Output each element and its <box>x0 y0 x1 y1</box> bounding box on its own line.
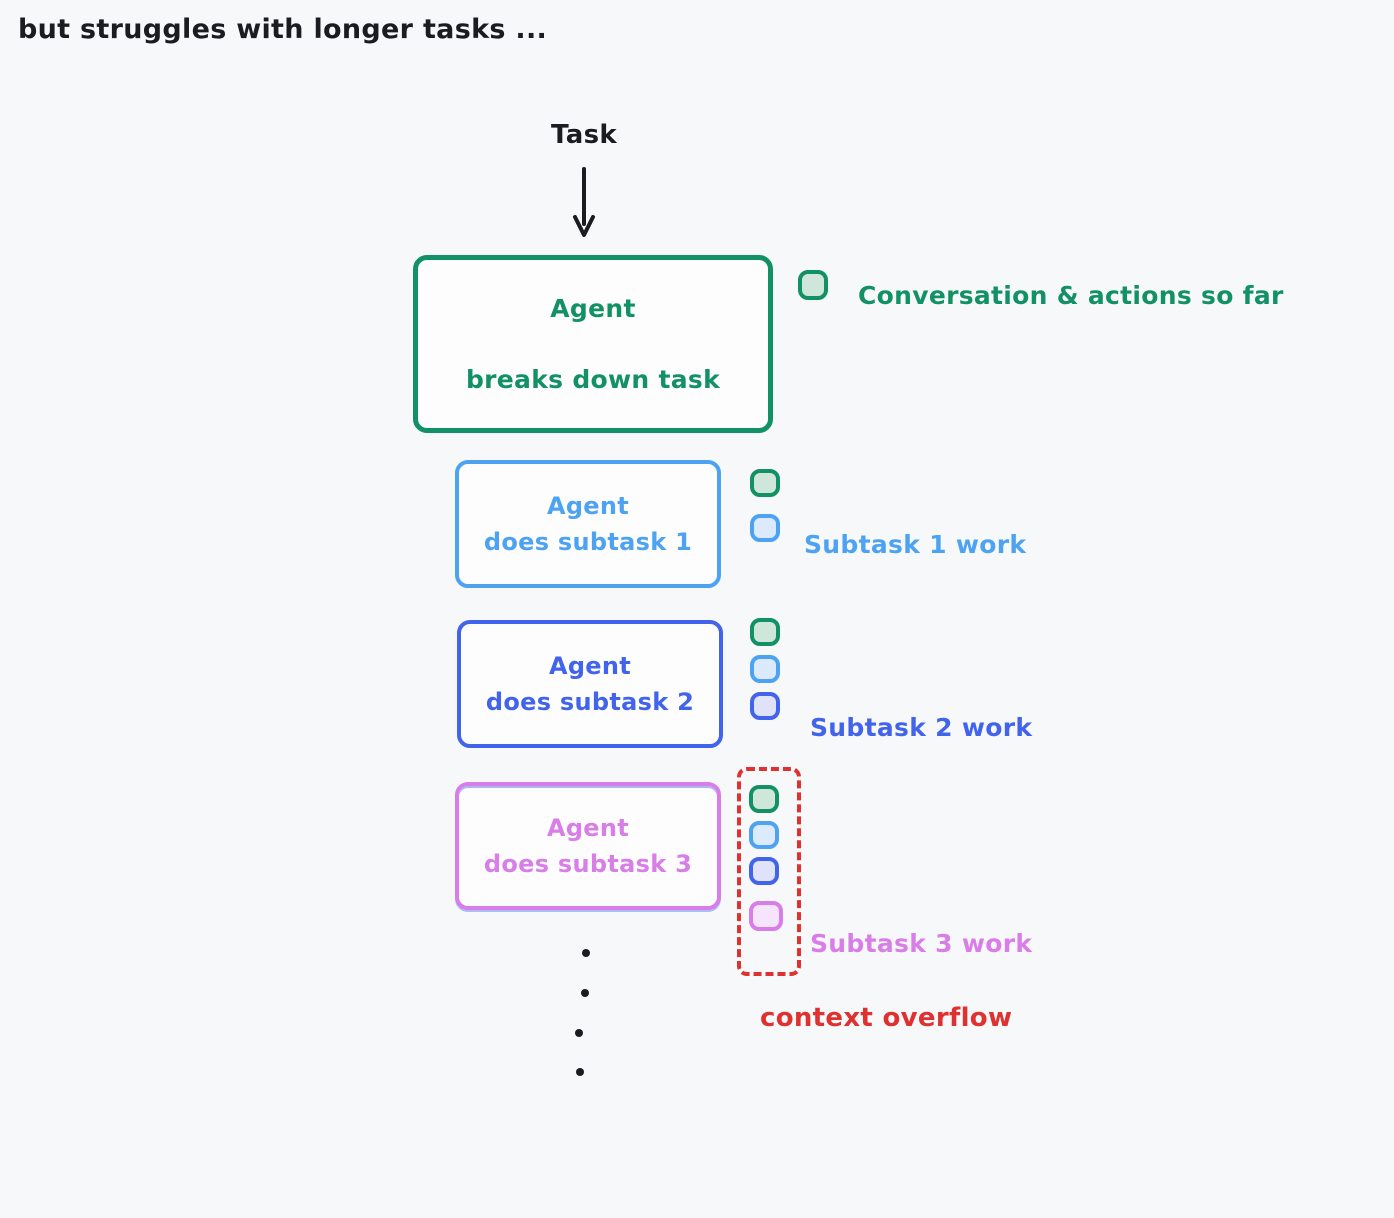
conversation-chip <box>750 618 780 646</box>
subtask3-box-line1: Agent <box>546 813 630 842</box>
subtask1-box: Agent does subtask 1 <box>455 460 721 588</box>
subtask1-context-stack <box>750 469 780 542</box>
conversation-chip <box>749 785 779 813</box>
subtask2-box: Agent does subtask 2 <box>457 620 723 748</box>
subtask1-box-line2: does subtask 1 <box>483 527 693 556</box>
subtask1-work-label: Subtask 1 work <box>804 530 1027 559</box>
ellipsis-dot <box>576 1068 584 1076</box>
subtask2-chip <box>749 857 779 885</box>
subtask1-chip <box>749 821 779 849</box>
down-arrow-icon <box>573 167 595 237</box>
subtask2-context-stack <box>750 618 780 720</box>
subtask3-work-label: Subtask 3 work <box>810 929 1033 958</box>
ellipsis-dot <box>581 989 589 997</box>
conversation-chip <box>798 270 828 300</box>
subtask3-box-line2: does subtask 3 <box>483 849 693 878</box>
context-overflow-frame <box>737 767 801 976</box>
ellipsis-dot <box>582 949 590 957</box>
ellipsis-dot <box>575 1029 583 1037</box>
agent-breakdown-box: Agent breaks down task <box>413 255 773 433</box>
subtask2-box-line1: Agent <box>548 651 632 680</box>
subtask2-chip <box>750 692 780 720</box>
agent-box-line2: breaks down task <box>465 365 721 394</box>
agent-box-line1: Agent <box>550 294 636 323</box>
subtask2-box-line2: does subtask 2 <box>485 687 695 716</box>
subtask1-chip <box>750 514 780 542</box>
subtask1-box-line1: Agent <box>546 491 630 520</box>
task-label: Task <box>551 120 617 150</box>
context-overflow-label: context overflow <box>760 1003 1013 1033</box>
subtask1-chip <box>750 655 780 683</box>
legend-label: Conversation & actions so far <box>858 281 1284 310</box>
subtask3-box: Agent does subtask 3 <box>455 782 721 910</box>
subtask3-chip <box>749 901 783 931</box>
page-title: but struggles with longer tasks ... <box>18 14 548 45</box>
conversation-chip <box>750 469 780 497</box>
subtask2-work-label: Subtask 2 work <box>810 713 1033 742</box>
